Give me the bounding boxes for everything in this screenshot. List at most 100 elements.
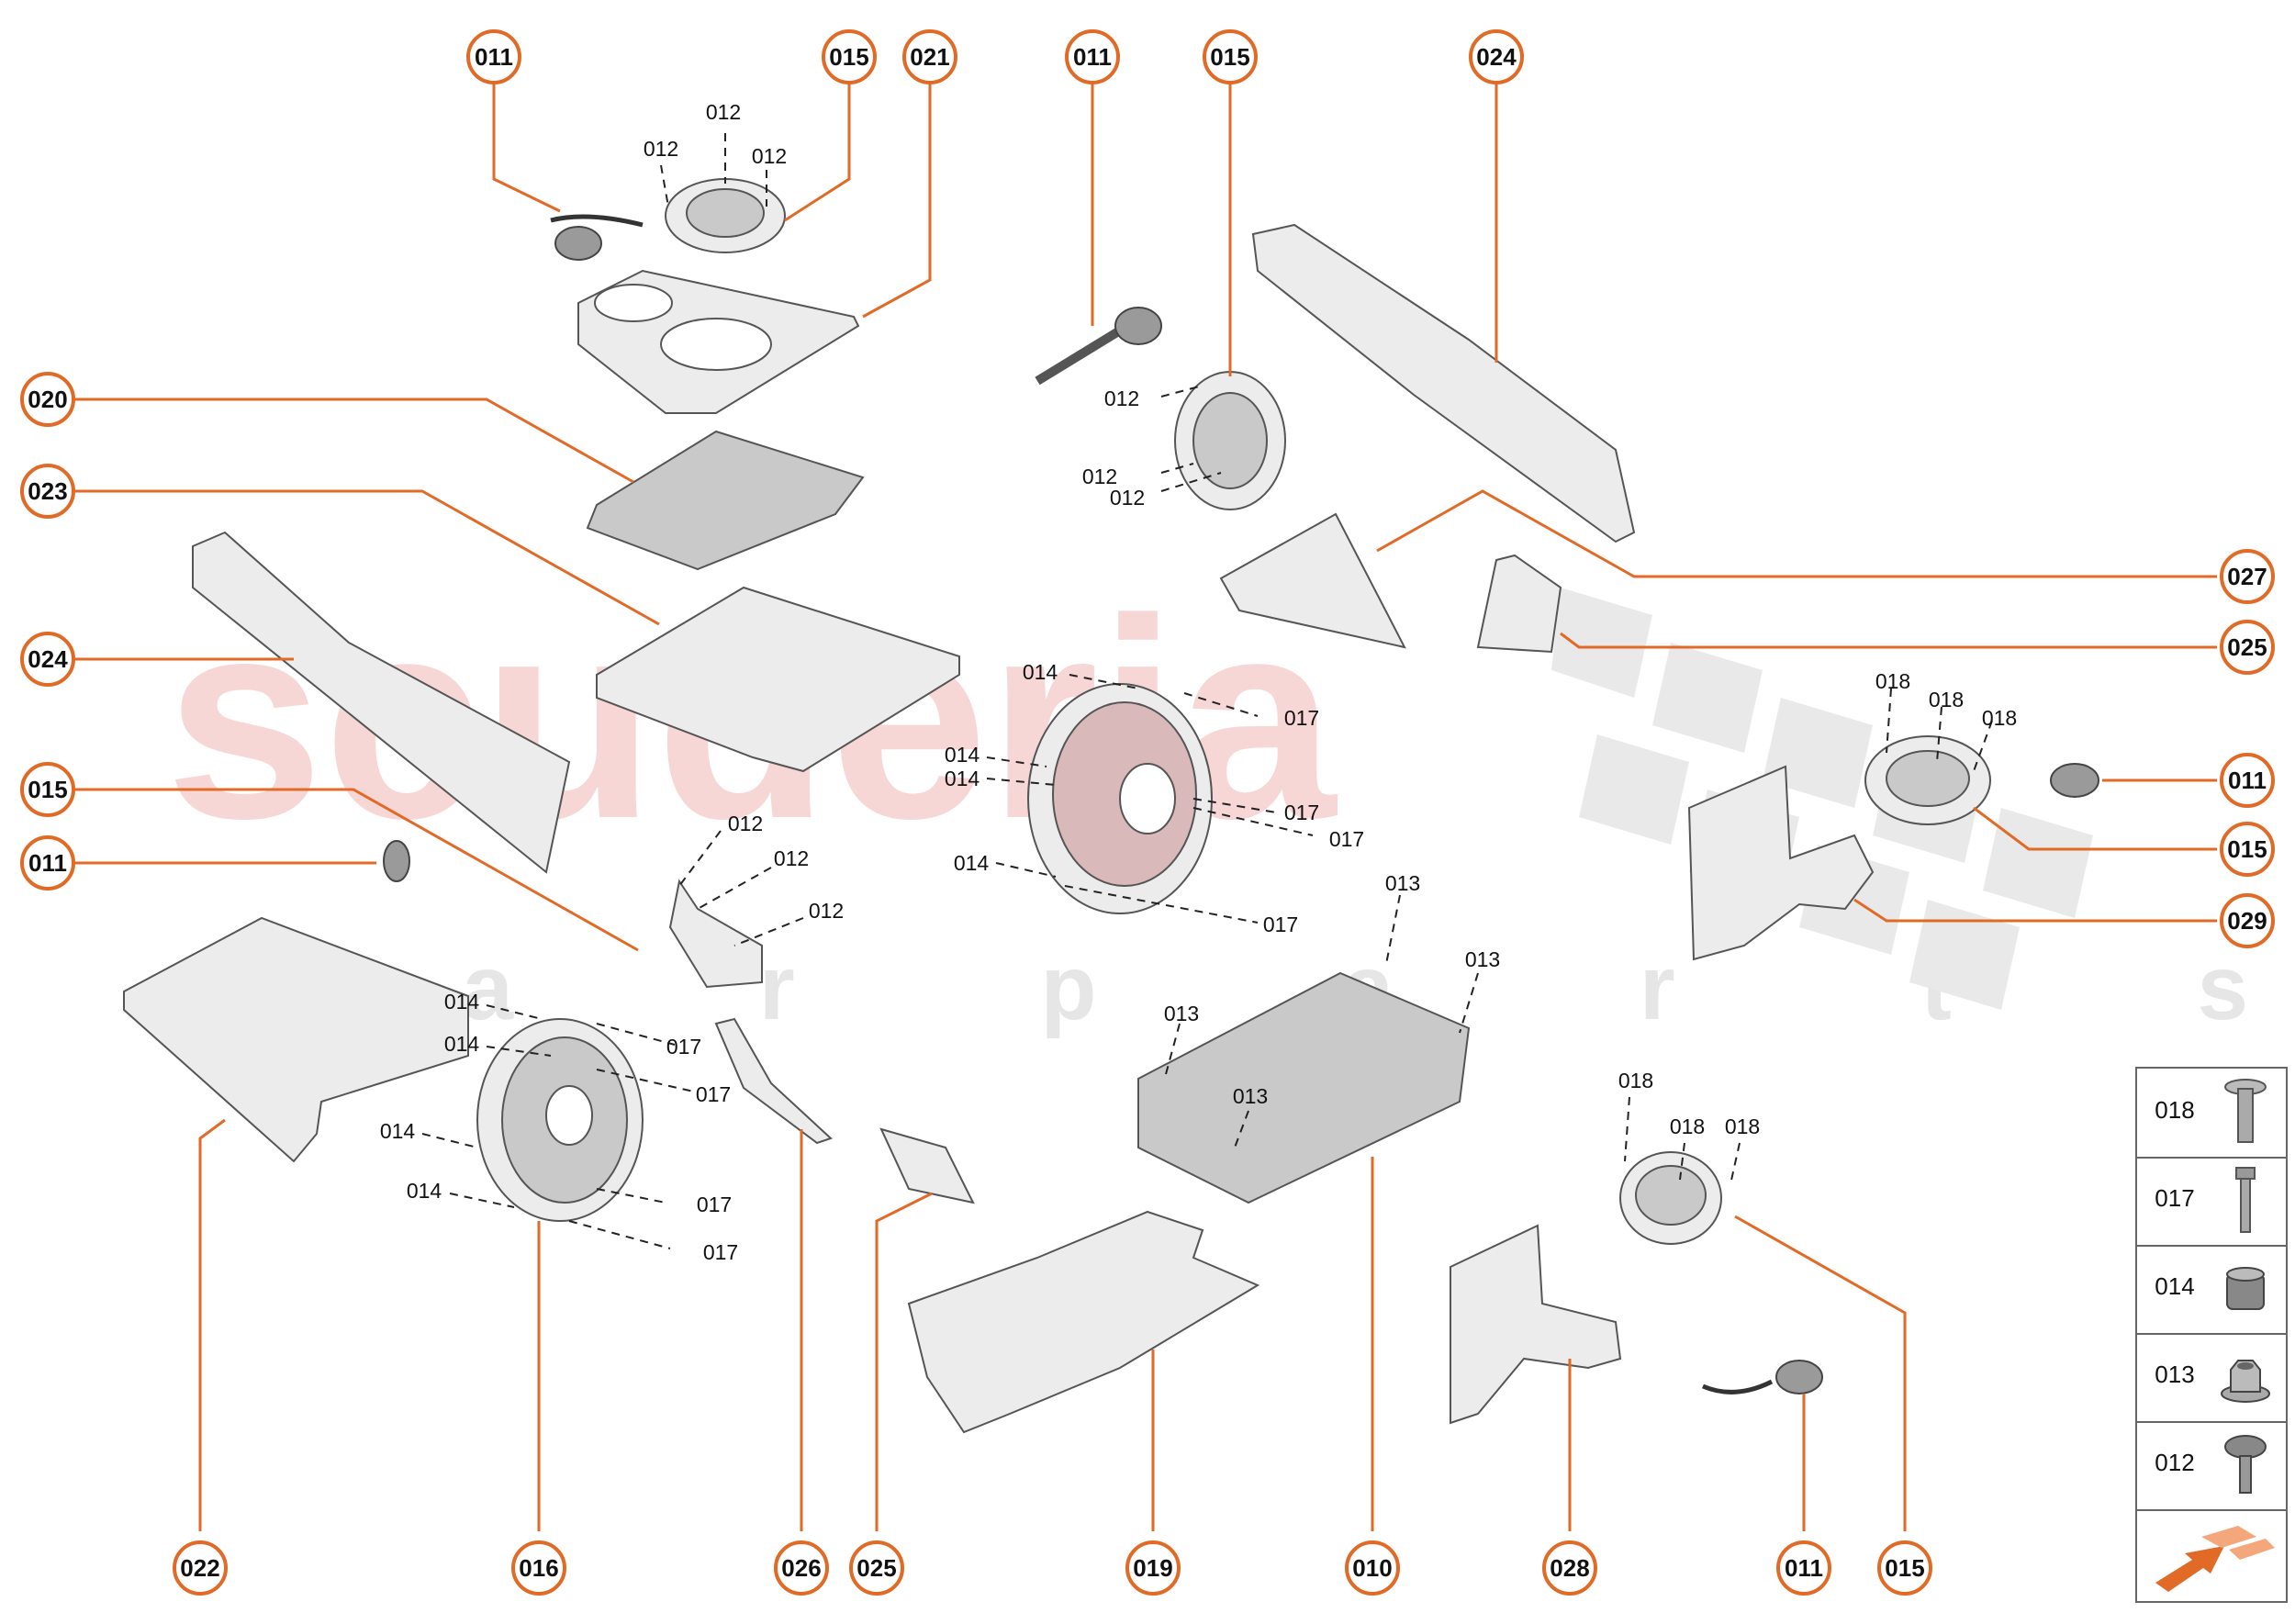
svg-text:028: 028	[1550, 1554, 1589, 1582]
dashed-leaders	[421, 133, 1993, 1249]
speaker-right-lower	[1619, 1151, 1722, 1245]
callout[interactable]: 016	[511, 1540, 566, 1596]
callout[interactable]: 025	[2220, 620, 2275, 675]
part-number-labels: 012 012 012 012 012 012 014 017 014 014 …	[380, 100, 2017, 1264]
tweeter-left	[383, 840, 410, 882]
long-screw-icon	[2235, 1167, 2256, 1233]
label-013: 013	[1233, 1084, 1268, 1108]
panel-024-right	[1251, 223, 1636, 543]
legend-row: 012	[2137, 1421, 2286, 1511]
label-012: 012	[752, 144, 787, 168]
callout[interactable]: 011	[2220, 753, 2275, 808]
label-012: 012	[809, 899, 844, 923]
svg-text:022: 022	[180, 1554, 219, 1582]
label-018: 018	[1929, 688, 1964, 711]
label-017: 017	[1263, 913, 1298, 936]
callout[interactable]: 021	[902, 29, 957, 84]
bracket-028	[1450, 1224, 1622, 1425]
callout[interactable]: 027	[2220, 549, 2275, 604]
trim-027	[1219, 512, 1406, 649]
svg-text:010: 010	[1352, 1554, 1392, 1582]
legend-code: 018	[2155, 1096, 2195, 1124]
label-012: 012	[728, 812, 763, 835]
svg-text:019: 019	[1133, 1554, 1172, 1582]
svg-text:027: 027	[2227, 563, 2267, 590]
label-014: 014	[945, 767, 980, 790]
parts	[123, 178, 2099, 1434]
bracket-020	[586, 430, 865, 571]
svg-text:015: 015	[28, 776, 67, 803]
svg-text:011: 011	[1073, 43, 1112, 71]
label-017: 017	[1284, 706, 1319, 730]
legend-row: 018	[2137, 1069, 2286, 1159]
svg-text:024: 024	[28, 645, 68, 673]
svg-text:011: 011	[28, 849, 67, 877]
callout[interactable]: 023	[20, 464, 75, 519]
callout[interactable]: 011	[466, 29, 521, 84]
callout[interactable]: 024	[1469, 29, 1524, 84]
label-018: 018	[1670, 1114, 1705, 1138]
bracket-019	[907, 1210, 1260, 1434]
label-014: 014	[1023, 660, 1058, 684]
svg-text:011: 011	[2228, 767, 2267, 794]
svg-text:015: 015	[2227, 835, 2267, 863]
legend-code: 017	[2155, 1184, 2195, 1212]
svg-text:025: 025	[856, 1554, 896, 1582]
leader-lines	[71, 75, 2217, 1531]
label-012: 012	[1104, 386, 1139, 410]
label-017: 017	[666, 1035, 701, 1058]
svg-text:015: 015	[829, 43, 868, 71]
label-012: 012	[774, 846, 809, 870]
speaker-left-midrange	[668, 879, 763, 989]
box-022	[123, 916, 469, 1163]
callout[interactable]: 015	[2220, 822, 2275, 877]
callout[interactable]: 024	[20, 632, 75, 687]
bracket-029	[1687, 765, 1875, 961]
short-screw-icon	[2224, 1435, 2267, 1494]
label-017: 017	[1329, 827, 1364, 851]
label-014: 014	[444, 1032, 480, 1056]
tweeter-right-lower	[1702, 1360, 1823, 1394]
woofer-center	[1027, 683, 1213, 914]
callout[interactable]: 011	[20, 835, 75, 890]
woofer-016	[476, 1018, 644, 1222]
callout[interactable]: 011	[1776, 1540, 1831, 1596]
fastener-legend: 018 017 014 013 012	[2135, 1067, 2288, 1603]
speaker-top-midrange	[665, 178, 786, 253]
callout[interactable]: 015	[822, 29, 877, 84]
svg-text:023: 023	[28, 477, 67, 505]
trim-025-lower	[879, 1127, 975, 1204]
label-013: 013	[1164, 1002, 1199, 1025]
callout[interactable]: 020	[20, 372, 75, 427]
callout[interactable]: 010	[1345, 1540, 1400, 1596]
flange-nut-icon	[2221, 1360, 2270, 1403]
label-017: 017	[703, 1240, 738, 1264]
svg-text:015: 015	[1210, 43, 1249, 71]
label-014: 014	[407, 1179, 442, 1203]
callout[interactable]: 011	[1065, 29, 1120, 84]
callout[interactable]: 015	[20, 762, 75, 817]
svg-text:025: 025	[2227, 633, 2267, 661]
label-014: 014	[945, 743, 980, 767]
label-018: 018	[1725, 1114, 1760, 1138]
speaker-middle-midrange	[1174, 371, 1286, 510]
label-017: 017	[697, 1193, 732, 1216]
callout[interactable]: 019	[1125, 1540, 1181, 1596]
label-018: 018	[1875, 669, 1910, 693]
callout[interactable]: 025	[849, 1540, 904, 1596]
callout[interactable]: 015	[1877, 1540, 1932, 1596]
speaker-right-upper	[1864, 735, 1991, 825]
label-018: 018	[1618, 1069, 1653, 1092]
callout[interactable]: 022	[173, 1540, 228, 1596]
svg-text:029: 029	[2227, 907, 2267, 935]
callout[interactable]: 026	[774, 1540, 829, 1596]
callout[interactable]: 029	[2220, 893, 2275, 948]
legend-code: 014	[2155, 1272, 2195, 1300]
callout[interactable]: 028	[1542, 1540, 1597, 1596]
callout[interactable]: 015	[1203, 29, 1258, 84]
label-012: 012	[1110, 486, 1145, 510]
label-017: 017	[1284, 801, 1319, 824]
svg-text:011: 011	[1785, 1554, 1823, 1582]
label-012: 012	[644, 137, 678, 161]
